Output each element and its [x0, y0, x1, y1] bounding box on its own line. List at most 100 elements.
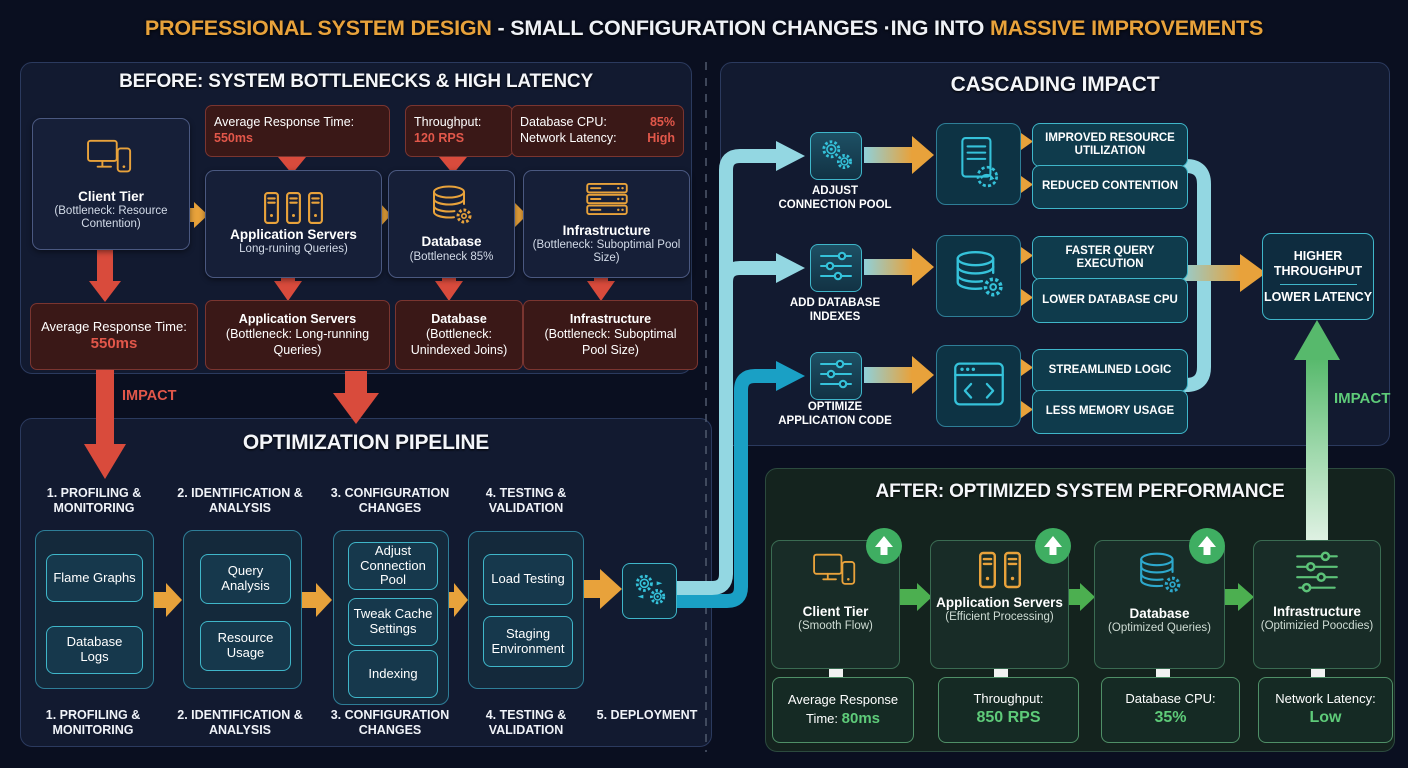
- after-metric-label: Database CPU:: [1125, 691, 1216, 707]
- after-node-title: Infrastructure: [1273, 604, 1361, 619]
- bottleneck-database: Database (Bottleneck: Unindexed Joins): [395, 300, 523, 370]
- metric-value: 120 RPS: [414, 131, 465, 145]
- pipeline-item: Indexing: [348, 650, 438, 698]
- after-node-title: Application Servers: [936, 595, 1063, 610]
- step-label-bottom-3: 3. CONFIGURATION CHANGES: [330, 708, 450, 737]
- after-metric-text: Average Response Time: 80ms: [779, 692, 907, 728]
- effect-box-config: [936, 123, 1021, 205]
- after-node-subtitle: (Smooth Flow): [798, 620, 873, 632]
- metric-label: Network Latency:: [520, 131, 617, 145]
- pipeline-item: Load Testing: [483, 554, 573, 605]
- database-gear-icon: [953, 249, 1005, 304]
- effect-box-code: [936, 345, 1021, 427]
- node-infrastructure: Infrastructure (Bottleneck: Suboptimal P…: [523, 170, 690, 278]
- after-metric-text: Network Latency: Low: [1275, 691, 1375, 729]
- result-less-memory: LESS MEMORY USAGE: [1032, 390, 1188, 434]
- action-label-add-indexes: ADD DATABASE INDEXES: [789, 297, 881, 323]
- bottleneck-infrastructure: Infrastructure (Bottleneck: Suboptimal P…: [523, 300, 698, 370]
- code-window-icon: [953, 361, 1005, 412]
- metric-value: 85%: [649, 115, 675, 130]
- server-rack-icon: [584, 182, 630, 220]
- bottleneck-text: Average Response Time: 550ms: [39, 319, 189, 354]
- metric-value: High: [647, 131, 675, 145]
- outcome-box: HIGHER THROUGHPUT LOWER LATENCY: [1262, 233, 1374, 320]
- node-title: Client Tier: [78, 188, 144, 204]
- after-metric-throughput: Throughput: 850 RPS: [938, 677, 1079, 743]
- client-devices-icon: [811, 551, 861, 598]
- pipeline-group-2: Query Analysis Resource Usage: [183, 530, 302, 689]
- title-middle: - SMALL CONFIGURATION CHANGES ·ING INTO: [491, 16, 990, 40]
- bottleneck-app-servers: Application Servers (Bottleneck: Long-ru…: [205, 300, 390, 370]
- result-lower-db-cpu: LOWER DATABASE CPU: [1032, 278, 1188, 323]
- pipeline-item: Resource Usage: [200, 621, 291, 671]
- metric-throughput: Throughput: 120 RPS: [405, 105, 513, 157]
- document-sync-icon: [955, 136, 1003, 193]
- after-metric-label: Average Response Time:: [787, 691, 899, 726]
- after-metric-label: Network Latency:: [1275, 691, 1376, 707]
- after-metric-label: Throughput:: [973, 691, 1044, 707]
- after-node-title: Client Tier: [802, 604, 869, 619]
- node-subtitle: (Bottleneck 85%: [409, 250, 494, 263]
- before-heading: BEFORE: SYSTEM BOTTLENECKS & HIGH LATENC…: [119, 71, 593, 92]
- metric-row: Database CPU: 85%: [520, 115, 675, 131]
- database-gear-icon: [430, 184, 474, 231]
- result-faster-queries: FASTER QUERY EXECUTION: [1032, 236, 1188, 280]
- bottleneck-title: Database: [431, 311, 487, 326]
- outcome-line2: LOWER LATENCY: [1263, 289, 1373, 304]
- metric-label: Average Response Time:: [214, 115, 355, 130]
- action-label-adjust-pool: ADJUST CONNECTION POOL: [778, 185, 892, 211]
- after-metric-text: Throughput: 850 RPS: [973, 691, 1043, 729]
- node-title: Application Servers: [230, 226, 357, 242]
- metric-label: Throughput:: [414, 115, 482, 130]
- action-label-optimize-code: OPTIMIZE APPLICATION CODE: [778, 401, 892, 427]
- metric-row: Network Latency: High: [520, 131, 675, 147]
- outcome-line1: HIGHER THROUGHPUT: [1273, 248, 1363, 278]
- pipeline-heading: OPTIMIZATION PIPELINE: [242, 431, 490, 454]
- node-database: Database (Bottleneck 85%: [388, 170, 515, 278]
- node-client-tier: Client Tier (Bottleneck: Resource Conten…: [32, 118, 190, 250]
- node-application-servers: Application Servers Long-runing Queries): [205, 170, 382, 278]
- after-metric-value: 35%: [1154, 709, 1187, 727]
- action-box-optimize-code: [810, 352, 862, 400]
- step-label-bottom-1: 1. PROFILING & MONITORING: [45, 708, 141, 737]
- bottleneck-title: Application Servers: [238, 311, 357, 326]
- after-metric-latency: Network Latency: Low: [1258, 677, 1393, 743]
- after-metric-cpu: Database CPU: 35%: [1101, 677, 1240, 743]
- deploy-gears-box: [622, 563, 677, 619]
- pipeline-group-1: Flame Graphs Database Logs: [35, 530, 154, 689]
- red-arrow-panel-to-pipeline: [333, 371, 379, 424]
- bottleneck-title: Infrastructure: [569, 311, 652, 326]
- after-metric-value: 850 RPS: [976, 709, 1041, 727]
- step-label-top-4: 4. TESTING & VALIDATION: [485, 486, 567, 515]
- step-label-top-1: 1. PROFILING & MONITORING: [46, 486, 142, 515]
- bottleneck-value: 550ms: [90, 335, 138, 353]
- action-box-adjust-pool: [810, 132, 862, 180]
- pipeline-group-3: Adjust Connection Pool Tweak Cache Setti…: [333, 530, 449, 705]
- page-title: PROFESSIONAL SYSTEM DESIGN - SMALL CONFI…: [0, 16, 1408, 41]
- bottleneck-label: Average Response Time:: [41, 319, 187, 334]
- after-node-subtitle: (Optimizied Poocdies): [1260, 620, 1374, 632]
- outcome-divider: [1279, 283, 1357, 285]
- step-label-top-3: 3. CONFIGURATION CHANGES: [330, 486, 450, 515]
- impact-label-red: IMPACT: [122, 388, 177, 404]
- step-label-bottom-2: 2. IDENTIFICATION & ANALYSIS: [177, 708, 303, 737]
- metric-label: Database CPU:: [520, 115, 607, 130]
- bottleneck-response-time: Average Response Time: 550ms: [30, 303, 198, 370]
- pipeline-item: Flame Graphs: [46, 554, 143, 602]
- node-title: Infrastructure: [562, 222, 651, 238]
- step-label-bottom-4: 4. TESTING & VALIDATION: [485, 708, 567, 737]
- effect-box-database: [936, 235, 1021, 317]
- after-metric-value: Low: [1309, 709, 1342, 727]
- after-node-title: Database: [1129, 606, 1190, 621]
- action-box-add-indexes: [810, 244, 862, 292]
- metric-response-time: Average Response Time: 550ms: [205, 105, 390, 157]
- node-title: Database: [421, 234, 482, 250]
- result-reduced-contention: REDUCED CONTENTION: [1032, 165, 1188, 209]
- sliders-icon: [818, 359, 854, 394]
- app-servers-icon: [978, 551, 1021, 589]
- result-streamlined-logic: STREAMLINED LOGIC: [1032, 349, 1188, 392]
- step-label-top-2: 2. IDENTIFICATION & ANALYSIS: [177, 486, 303, 515]
- pipeline-item: Query Analysis: [200, 554, 291, 604]
- upgrade-badge-icon: [1034, 527, 1072, 570]
